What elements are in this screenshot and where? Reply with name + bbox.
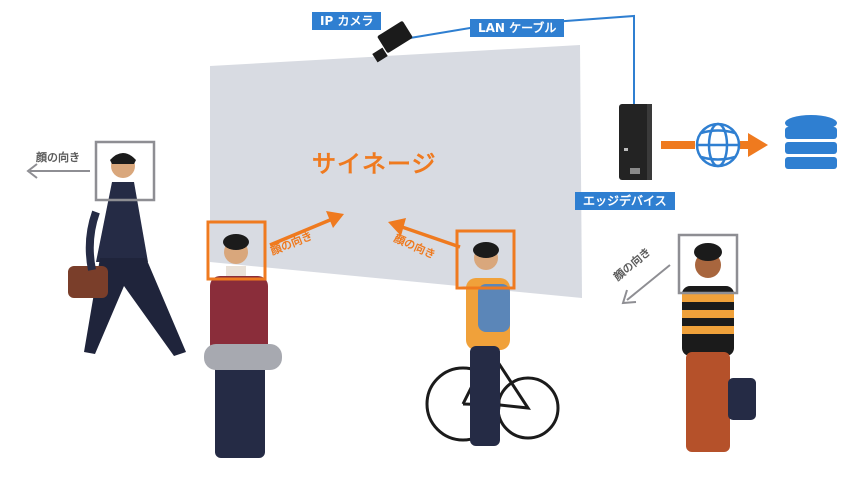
camera-icon [372,21,413,63]
globe-icon [695,122,741,168]
face-direction-arrow-signage-1 [269,211,344,247]
face-direction-arrow-signage-2 [388,218,461,249]
signage-title: サイネージ [312,150,437,178]
edge-device-label: エッジデバイス [575,192,675,210]
person-with-bicycle [425,242,560,446]
face-box-person-4 [677,233,739,295]
face-direction-arrow-left [26,163,90,179]
lan-cable-label: LAN ケーブル [470,19,565,37]
edge-device-icon [619,104,652,180]
face-box-person-1 [94,140,156,202]
face-box-person-2 [206,220,267,281]
face-box-person-3 [455,229,516,290]
database-icon [785,115,837,169]
signage-panel [210,45,582,298]
edge-to-internet-arrow [661,133,768,157]
face-direction-label-1: 顔の向き [36,151,80,164]
ip-camera-label: IP カメラ [312,12,382,30]
person-walking-left [68,153,186,356]
person-striped-shirt [682,243,756,452]
face-direction-arrow-down-left [621,264,671,305]
person-with-skateboard [204,234,282,458]
